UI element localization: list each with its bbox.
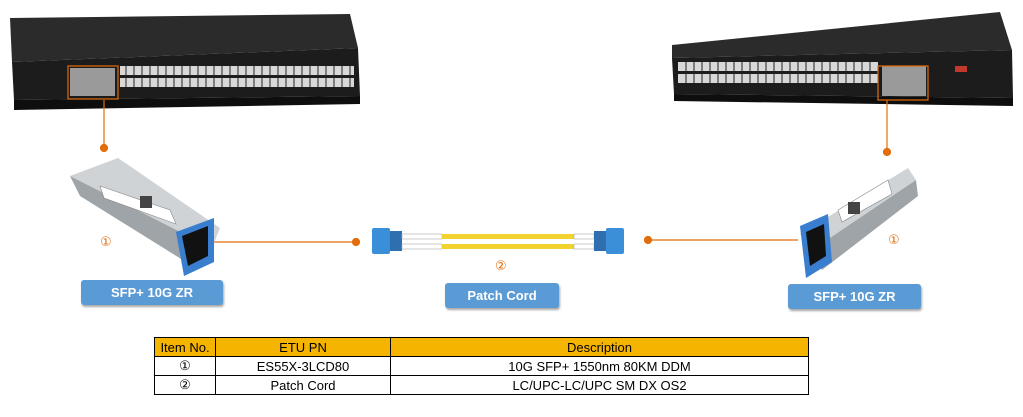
table-cell: ②	[154, 375, 216, 395]
table-row: ② Patch Cord LC/UPC-LC/UPC SM DX OS2	[154, 375, 809, 395]
table-cell: ①	[154, 356, 216, 376]
link-lines	[99, 100, 892, 247]
item-table: Item No. ETU PN Description ① ES55X-3LCD…	[154, 337, 809, 395]
left-switch	[10, 14, 360, 110]
table-cell: Patch Cord	[215, 375, 391, 395]
table-cell: ES55X-3LCD80	[215, 356, 391, 376]
table-cell: LC/UPC-LC/UPC SM DX OS2	[390, 375, 809, 395]
table-header-row: Item No. ETU PN Description	[154, 337, 809, 357]
cord-item-marker: ②	[495, 259, 507, 274]
table-header-cell: Item No.	[154, 337, 216, 357]
right-module-label: SFP+ 10G ZR	[788, 284, 921, 309]
left-item-marker: ①	[100, 235, 112, 250]
patch-cord	[372, 228, 624, 254]
table-header-cell: ETU PN	[215, 337, 391, 357]
left-sfp-module	[70, 158, 220, 276]
right-sfp-module	[800, 168, 918, 278]
left-module-label: SFP+ 10G ZR	[81, 280, 223, 305]
table-cell: 10G SFP+ 1550nm 80KM DDM	[390, 356, 809, 376]
table-header-cell: Description	[390, 337, 809, 357]
right-item-marker: ①	[888, 233, 900, 248]
topology-diagram	[10, 12, 1013, 278]
right-switch	[672, 12, 1013, 106]
patch-cord-label: Patch Cord	[445, 283, 559, 308]
table-row: ① ES55X-3LCD80 10G SFP+ 1550nm 80KM DDM	[154, 356, 809, 376]
